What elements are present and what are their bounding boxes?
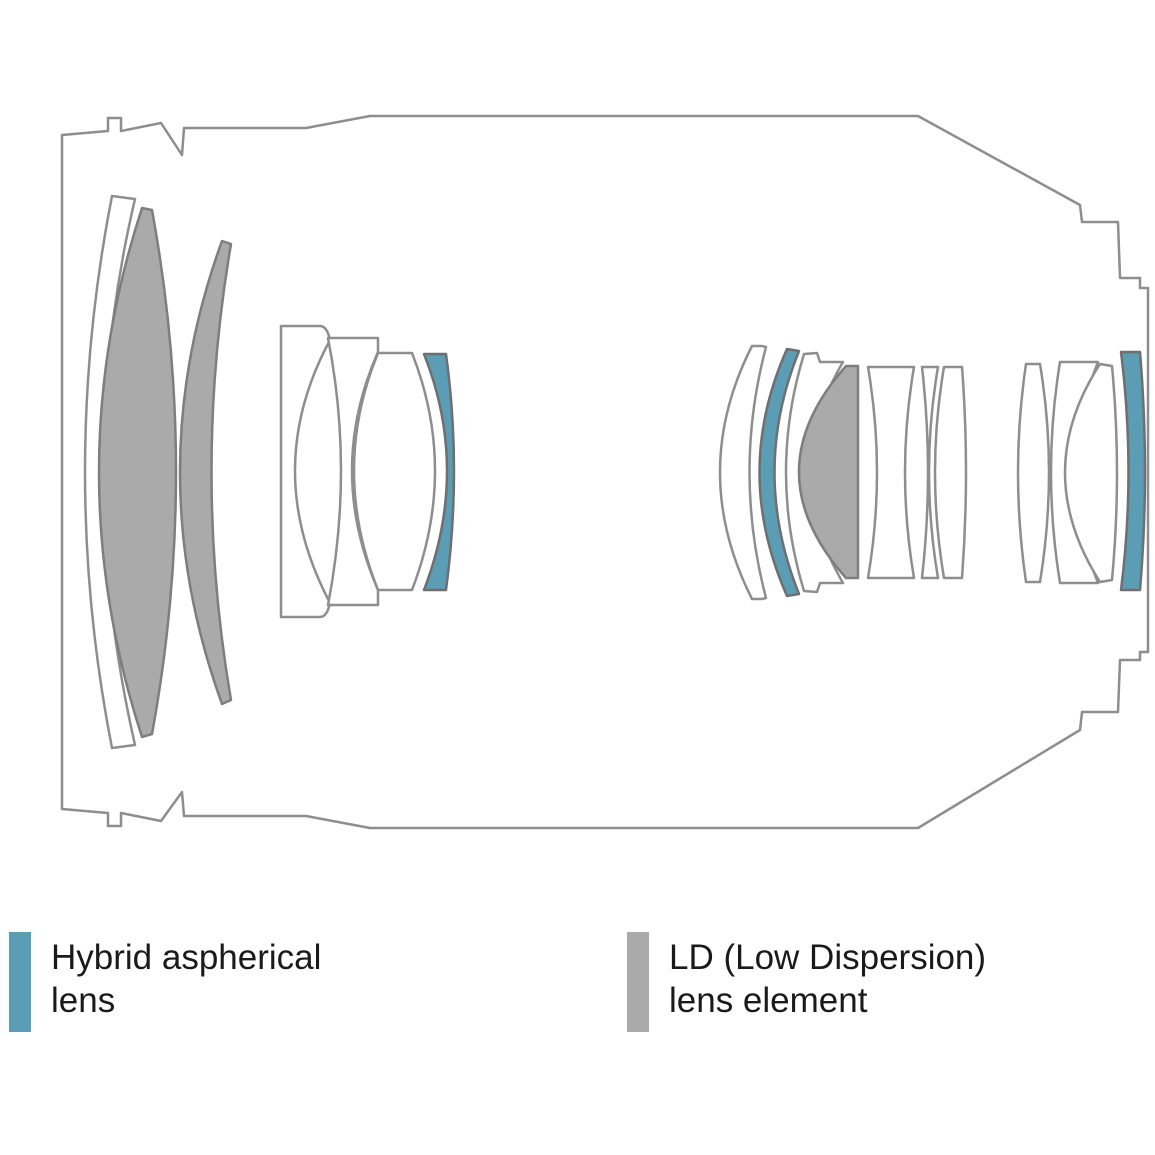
lens-element-11 xyxy=(866,365,916,580)
ld-lens-element-1 xyxy=(97,206,178,739)
hybrid-aspherical-lens-3 xyxy=(1119,350,1147,592)
legend-swatch-hybrid xyxy=(9,932,31,1032)
lens-construction-diagram xyxy=(60,114,1150,830)
hybrid-aspherical-lens-2 xyxy=(758,347,801,598)
legend-label-hybrid-line2: lens xyxy=(51,981,116,1020)
legend-label-ld-line1: LD (Low Dispersion) xyxy=(669,938,987,977)
legend-label-hybrid-line1: Hybrid aspherical xyxy=(51,938,322,977)
legend-label-ld-line2: lens element xyxy=(669,981,868,1020)
ld-lens-element-2 xyxy=(178,239,233,706)
lens-element-4 xyxy=(326,336,380,607)
ld-lens-element-3 xyxy=(797,364,860,580)
lens-element-7 xyxy=(718,344,768,601)
lens-barrel-outline xyxy=(60,114,1150,830)
lens-element-16 xyxy=(1063,362,1119,584)
lens-element-5 xyxy=(352,351,437,592)
legend-label-ld: LD (Low Dispersion) lens element xyxy=(669,936,986,1022)
lens-element-13 xyxy=(933,365,968,580)
lens-element-14 xyxy=(1016,362,1051,584)
lens-element-12 xyxy=(920,365,940,580)
legend-swatch-ld xyxy=(627,932,649,1032)
hybrid-aspherical-lens-1 xyxy=(422,352,456,592)
legend-label-hybrid: Hybrid aspherical lens xyxy=(51,936,321,1022)
lens-element-3 xyxy=(279,324,332,619)
